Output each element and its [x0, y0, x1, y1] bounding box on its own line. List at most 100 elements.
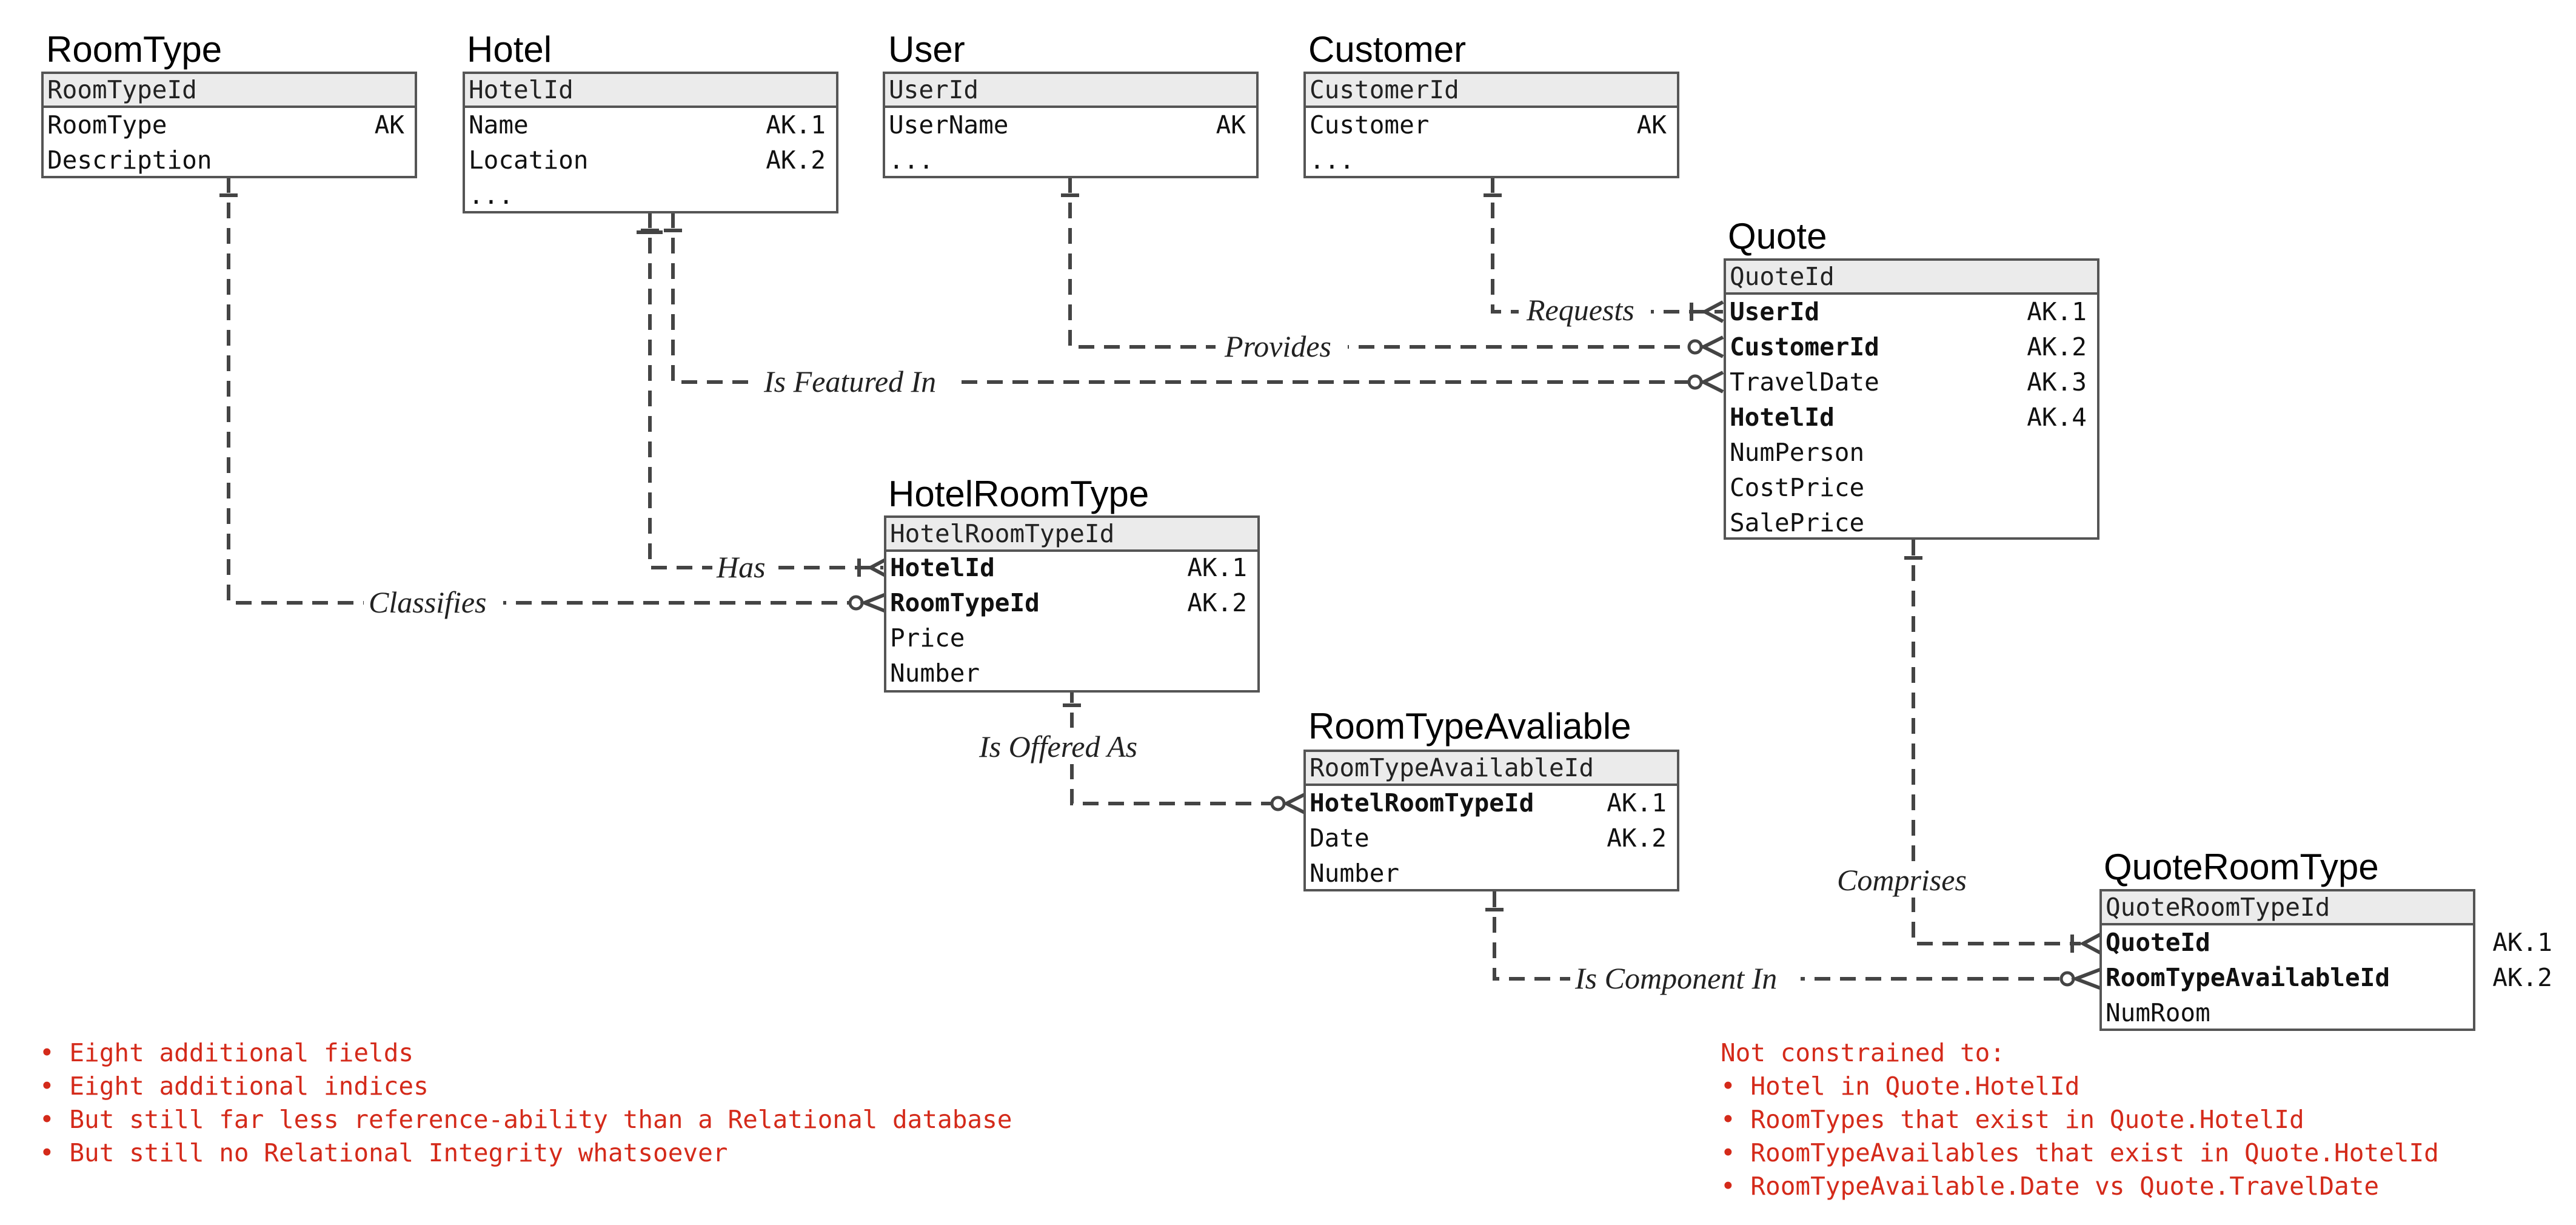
attr-name: HotelRoomTypeId: [1310, 788, 1534, 817]
rel-label-provides: Provides: [1224, 329, 1331, 363]
note-left-line: • Eight additional indices: [39, 1072, 429, 1101]
entity-hotel: Hotel HotelId Name AK.1 Location AK.2 ..…: [463, 29, 838, 213]
rel-label-is-offered-as: Is Offered As: [979, 730, 1137, 764]
attr-key: AK.1: [2027, 297, 2087, 326]
relationship-labels: Requests Provides Is Featured In Has Cla…: [364, 291, 2001, 996]
crow-requests: [1701, 300, 1724, 323]
entity-title: User: [888, 29, 965, 70]
pk-field: UserId: [889, 75, 979, 104]
pk-field: RoomTypeId: [47, 75, 197, 104]
attr-name: SalePrice: [1730, 508, 1864, 537]
rel-label-is-featured-in: Is Featured In: [763, 364, 936, 398]
crow-featured: [1699, 371, 1724, 394]
attr-key: AK.4: [2027, 403, 2087, 432]
crow-has: [866, 556, 890, 579]
crow-provides: [1699, 335, 1724, 358]
note-right-line: • RoomTypes that exist in Quote.HotelId: [1721, 1105, 2304, 1134]
rel-label-comprises: Comprises: [1837, 863, 1967, 897]
note-right-line: • RoomTypeAvailable.Date vs Quote.Travel…: [1721, 1172, 2379, 1201]
entity-title: Quote: [1728, 216, 1827, 257]
attr-name: CustomerId: [1730, 332, 1879, 361]
notes-right: Not constrained to: • Hotel in Quote.Hot…: [1721, 1038, 2439, 1201]
attr-name: Customer: [1310, 110, 1429, 139]
rel-label-requests: Requests: [1526, 293, 1634, 327]
crow-classifies: [859, 591, 890, 614]
attr-name: Description: [47, 146, 212, 175]
attr-key: AK.1: [1607, 788, 1667, 817]
entity-title: QuoteRoomType: [2104, 847, 2379, 887]
rel-line-is-offered-as: [1070, 687, 1286, 805]
note-right-line: • Hotel in Quote.HotelId: [1721, 1072, 2079, 1101]
attr-name: Number: [1310, 859, 1399, 888]
attr-name: RoomTypeAvailableId: [2106, 963, 2390, 992]
entity-roomtype: RoomType RoomTypeId RoomType AK Descript…: [41, 29, 417, 178]
entity-title: HotelRoomType: [888, 474, 1149, 514]
entity-hotelroomtype: HotelRoomType HotelRoomTypeId HotelId AK…: [884, 474, 1260, 693]
rel-label-has: Has: [716, 550, 766, 584]
attr-key: AK.2: [2492, 963, 2552, 992]
attr-name: Location: [469, 146, 588, 175]
entity-title: RoomTypeAvaliable: [1308, 706, 1631, 747]
attr-name: Date: [1310, 824, 1370, 853]
rel-line-is-component-in: [1493, 891, 2061, 981]
cardinality-symbols: [219, 193, 2103, 990]
attr-name: RoomType: [47, 110, 167, 139]
attr-name: UserName: [889, 110, 1008, 139]
rel-label-is-component-in: Is Component In: [1574, 961, 1777, 995]
attr-key: AK: [1216, 110, 1246, 139]
attr-name: ...: [889, 146, 934, 175]
attr-name: CostPrice: [1730, 473, 1864, 502]
attr-name: QuoteId: [2106, 928, 2210, 957]
rel-label-classifies: Classifies: [369, 585, 486, 619]
entity-title: Customer: [1308, 29, 1466, 70]
entity-user: User UserId UserName AK ...: [883, 29, 1259, 178]
attr-name: ...: [1310, 146, 1354, 175]
note-right-heading: Not constrained to:: [1721, 1038, 2005, 1067]
attr-key: AK.1: [2492, 928, 2552, 957]
entity-customer: Customer CustomerId Customer AK ...: [1303, 29, 1679, 178]
entity-roomtypeavailable: RoomTypeAvaliable RoomTypeAvailableId Ho…: [1303, 706, 1679, 891]
relationship-lines: [227, 177, 2081, 981]
attr-name: NumPerson: [1730, 438, 1864, 467]
rel-line-provides: [1068, 177, 1703, 349]
notes-left: • Eight additional fields • Eight additi…: [39, 1038, 1012, 1167]
crow-component: [2070, 967, 2103, 990]
crow-featured-circle: [1687, 374, 1703, 390]
entity-title: RoomType: [46, 29, 222, 70]
note-left-line: • But still far less reference-ability t…: [39, 1105, 1012, 1134]
attr-name: RoomTypeId: [890, 588, 1040, 617]
attr-name: Number: [890, 659, 980, 688]
note-left-line: • Eight additional fields: [39, 1038, 413, 1067]
pk-field: QuoteId: [1730, 262, 1835, 291]
attr-name: NumRoom: [2106, 998, 2210, 1027]
attr-name: Price: [890, 623, 965, 653]
crow-offered-circle: [1270, 796, 1286, 811]
rel-line-comprises: [1912, 540, 2081, 945]
attr-key: AK.2: [1187, 588, 1247, 617]
pk-field: RoomTypeAvailableId: [1310, 753, 1594, 782]
attr-name: UserId: [1730, 297, 1819, 326]
pk-field: HotelRoomTypeId: [890, 519, 1114, 548]
attr-key: AK: [1637, 110, 1667, 139]
pk-field: CustomerId: [1310, 75, 1459, 104]
attr-name: TravelDate: [1730, 368, 1879, 397]
rel-line-has: [648, 212, 883, 569]
note-right-line: • RoomTypeAvailables that exist in Quote…: [1721, 1138, 2439, 1167]
entity-quoteroomtype: QuoteRoomType QuoteRoomTypeId QuoteId AK…: [2099, 847, 2552, 1031]
rel-line-is-featured-in: [671, 212, 1703, 384]
entity-title: Hotel: [467, 29, 552, 70]
attr-name: ...: [469, 181, 514, 210]
rel-line-classifies: [227, 177, 863, 605]
attr-name: HotelId: [890, 553, 995, 582]
pk-field: HotelId: [469, 75, 574, 104]
attr-key: AK: [375, 110, 405, 139]
attr-key: AK.2: [766, 146, 826, 175]
attr-key: AK.1: [1187, 553, 1247, 582]
note-left-line: • But still no Relational Integrity what…: [39, 1138, 728, 1167]
entity-quote: Quote QuoteId UserId AK.1 CustomerId AK.…: [1724, 216, 2099, 540]
pk-field: QuoteRoomTypeId: [2106, 893, 2330, 922]
crow-comprises: [2079, 932, 2103, 955]
attr-name: HotelId: [1730, 403, 1835, 432]
attr-key: AK.1: [766, 110, 826, 139]
